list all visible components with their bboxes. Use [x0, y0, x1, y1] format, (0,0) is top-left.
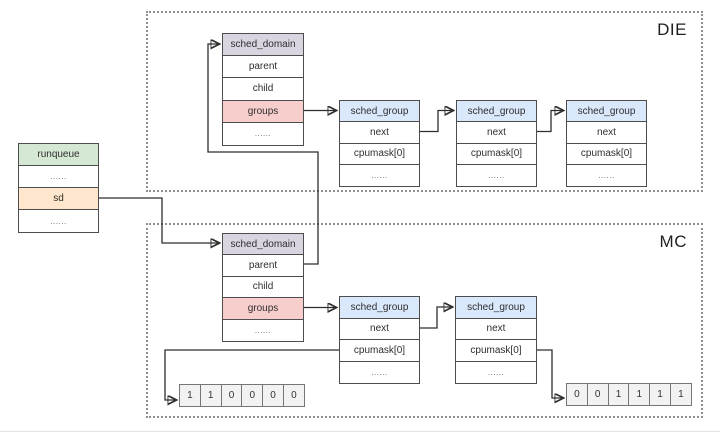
- mc-domain-box: MC: [146, 223, 703, 418]
- mc-group1-cpumask-bitmap: 1 1 0 0 0 0: [179, 384, 305, 407]
- mc-sched-domain-groups-row: groups: [223, 298, 303, 320]
- die-domain-box: DIE: [146, 11, 703, 192]
- bottom-divider: [0, 431, 720, 432]
- mc-sched-group-2-table: sched_group next cpumask[0] ......: [455, 296, 537, 384]
- runqueue-sd-row: sd: [19, 188, 98, 210]
- die-domain-label: DIE: [657, 20, 687, 39]
- mc-sched-group-2-cpumask-row: cpumask[0]: [456, 340, 536, 362]
- runqueue-header-row: runqueue: [19, 144, 98, 166]
- die-sched-domain-parent-row: parent: [223, 56, 303, 79]
- runqueue-dots-row-1: ......: [19, 166, 98, 188]
- runqueue-dots-row-2: ......: [50, 216, 67, 226]
- die-sched-group-3-table: sched_group next cpumask[0] ......: [566, 100, 647, 187]
- mc-sched-domain-header-row: sched_domain: [223, 234, 303, 256]
- die-sched-domain-dots-row: ......: [254, 129, 272, 139]
- die-sched-group-1-cpumask-row: cpumask[0]: [340, 144, 419, 165]
- bit-cell: 1: [628, 383, 651, 406]
- die-sched-group-1-dots-row: ......: [371, 170, 388, 180]
- bit-cell: 1: [179, 384, 201, 407]
- mc-group2-cpumask-bitmap: 0 0 1 1 1 1: [566, 383, 692, 406]
- mc-sched-group-2-next-row: next: [456, 319, 536, 340]
- mc-sched-group-1-dots-row: ......: [371, 367, 388, 377]
- mc-sched-group-1-next-row: next: [340, 319, 419, 340]
- bit-cell: 1: [199, 384, 222, 407]
- mc-domain-label: MC: [659, 232, 687, 251]
- die-sched-group-2-header-row: sched_group: [457, 101, 536, 123]
- mc-sched-group-2-header-row: sched_group: [456, 297, 536, 319]
- die-sched-group-3-dots-row: ......: [598, 170, 615, 180]
- bit-cell: 0: [566, 383, 588, 406]
- die-sched-domain-table: sched_domain parent child groups ......: [222, 33, 304, 146]
- bit-cell: 0: [241, 384, 264, 407]
- die-sched-group-2-cpumask-row: cpumask[0]: [457, 144, 536, 165]
- bit-cell: 0: [586, 383, 609, 406]
- mc-sched-group-1-table: sched_group next cpumask[0] ......: [339, 296, 420, 384]
- bit-cell: 1: [649, 383, 671, 406]
- die-sched-group-3-header-row: sched_group: [567, 101, 646, 123]
- die-sched-group-2-dots-row: ......: [488, 170, 505, 180]
- die-sched-group-2-table: sched_group next cpumask[0] ......: [456, 100, 537, 187]
- mc-sched-group-1-header-row: sched_group: [340, 297, 419, 319]
- die-sched-domain-groups-row: groups: [223, 100, 303, 123]
- mc-sched-domain-table: sched_domain parent child groups ......: [222, 233, 304, 342]
- bit-cell: 0: [282, 384, 305, 407]
- die-sched-group-2-next-row: next: [457, 122, 536, 144]
- runqueue-table: runqueue ...... sd ......: [18, 143, 99, 233]
- die-sched-domain-header-row: sched_domain: [223, 34, 303, 57]
- mc-sched-domain-parent-row: parent: [223, 255, 303, 277]
- mc-sched-domain-dots-row: ......: [254, 325, 272, 335]
- die-sched-group-1-header-row: sched_group: [340, 101, 419, 123]
- die-sched-domain-child-row: child: [223, 78, 303, 101]
- bit-cell: 1: [669, 383, 692, 406]
- mc-sched-group-2-dots-row: ......: [487, 367, 505, 377]
- bit-cell: 1: [607, 383, 630, 406]
- die-sched-group-1-next-row: next: [340, 122, 419, 144]
- bit-cell: 0: [220, 384, 243, 407]
- die-sched-group-1-table: sched_group next cpumask[0] ......: [339, 100, 420, 187]
- bit-cell: 0: [262, 384, 284, 407]
- mc-sched-group-1-cpumask-row: cpumask[0]: [340, 340, 419, 362]
- die-sched-group-3-next-row: next: [567, 122, 646, 144]
- die-sched-group-3-cpumask-row: cpumask[0]: [567, 144, 646, 165]
- mc-sched-domain-child-row: child: [223, 277, 303, 299]
